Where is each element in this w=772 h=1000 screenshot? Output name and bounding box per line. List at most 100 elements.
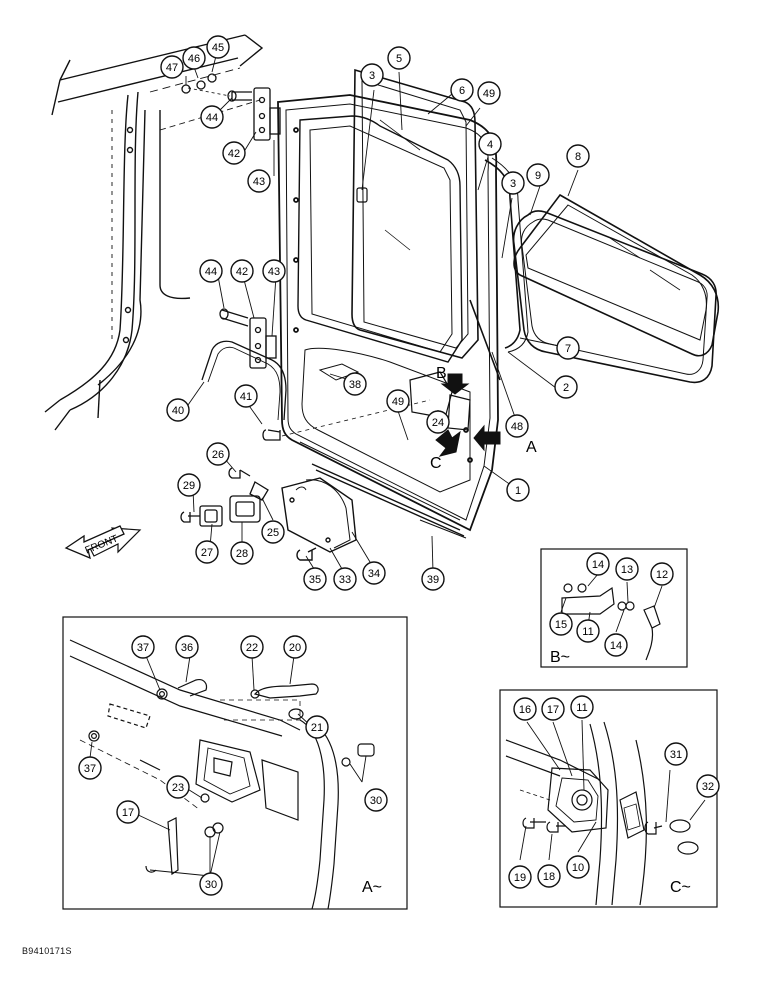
callout-47: 47 <box>160 55 184 79</box>
lower-hinge <box>219 308 277 369</box>
callout-number: 36 <box>181 642 193 654</box>
callout-number: 11 <box>582 626 593 638</box>
callout-28: 28 <box>230 541 254 565</box>
view-arrows[interactable] <box>435 373 501 457</box>
callout-circle <box>586 552 610 576</box>
window-seals <box>469 157 529 381</box>
callout-circle <box>166 398 190 422</box>
callout-number: 23 <box>172 782 184 794</box>
callout-number: 35 <box>309 574 321 586</box>
view-label-c: C <box>430 455 442 472</box>
callout-circle <box>240 635 264 659</box>
callout-42: 42 <box>222 141 246 165</box>
view-label-a: A <box>526 439 537 456</box>
callout-circle <box>526 163 550 187</box>
cab-frame <box>44 34 264 431</box>
callout-33: 33 <box>333 567 357 591</box>
callout-14: 14 <box>586 552 610 576</box>
callout-circle <box>566 144 590 168</box>
callout-circle <box>261 520 285 544</box>
door-assembly <box>277 94 499 532</box>
inset-c-label: C~ <box>670 879 691 896</box>
callout-number: 7 <box>565 343 571 355</box>
callout-number: 4 <box>487 139 493 151</box>
callout-45: 45 <box>206 35 230 59</box>
callout-number: 28 <box>236 548 248 560</box>
callout-number: 18 <box>543 871 555 883</box>
callout-circle <box>283 635 307 659</box>
callout-number: 3 <box>510 178 516 190</box>
callout-circle <box>604 633 628 657</box>
callout-number: 25 <box>267 527 279 539</box>
callout-number: 26 <box>212 449 224 461</box>
callout-number: 33 <box>339 574 351 586</box>
callout-7: 7 <box>556 336 580 360</box>
callout-3: 3 <box>360 63 384 87</box>
callout-17: 17 <box>541 697 565 721</box>
callout-circle <box>541 697 565 721</box>
callout-21: 21 <box>305 715 329 739</box>
callout-39: 39 <box>421 567 445 591</box>
callout-circle <box>364 788 388 812</box>
callout-number: 6 <box>459 85 465 97</box>
callout-circle <box>570 695 594 719</box>
callout-number: 32 <box>702 781 714 793</box>
upper-hinge <box>181 73 281 141</box>
callout-circle <box>166 775 190 799</box>
callout-number: 11 <box>576 702 587 714</box>
callout-number: 42 <box>236 266 248 278</box>
callout-number: 38 <box>349 379 361 391</box>
callout-10: 10 <box>566 855 590 879</box>
callout-number: 34 <box>368 568 380 580</box>
callout-44: 44 <box>199 259 223 283</box>
callout-circle <box>506 478 530 502</box>
callout-circle <box>477 81 501 105</box>
callout-number: 3 <box>369 70 375 82</box>
callout-3: 3 <box>501 171 525 195</box>
callout-30: 30 <box>364 788 388 812</box>
callout-number: 8 <box>575 151 581 163</box>
callout-circle <box>131 635 155 659</box>
callout-circle <box>554 375 578 399</box>
callout-number: 43 <box>268 266 280 278</box>
callout-40: 40 <box>166 398 190 422</box>
view-label-b: B <box>436 365 447 382</box>
callout-16: 16 <box>513 697 537 721</box>
callout-circle <box>650 562 674 586</box>
callout-1: 1 <box>506 478 530 502</box>
callout-31: 31 <box>664 742 688 766</box>
callout-circle <box>696 774 720 798</box>
callout-number: 12 <box>656 569 668 581</box>
callout-circle <box>206 35 230 59</box>
callout-circle <box>508 865 532 889</box>
callout-42: 42 <box>230 259 254 283</box>
callout-29: 29 <box>177 473 201 497</box>
callout-number: 29 <box>183 480 195 492</box>
callout-14: 14 <box>604 633 628 657</box>
inset-a-label: A~ <box>362 879 382 896</box>
callout-number: 42 <box>228 148 240 160</box>
callout-circle <box>362 561 386 585</box>
callout-32: 32 <box>696 774 720 798</box>
callout-number: 14 <box>592 559 604 571</box>
callout-23: 23 <box>166 775 190 799</box>
callout-number: 17 <box>122 807 134 819</box>
callout-36: 36 <box>175 635 199 659</box>
callout-number: 2 <box>563 382 569 394</box>
callout-circle <box>78 756 102 780</box>
callout-number: 14 <box>610 640 622 652</box>
callout-circle <box>360 63 384 87</box>
callout-8: 8 <box>566 144 590 168</box>
callout-number: 44 <box>205 266 217 278</box>
callout-number: 22 <box>246 642 258 654</box>
callout-circle <box>199 259 223 283</box>
callout-9: 9 <box>526 163 550 187</box>
inner-glass-panel <box>351 68 479 359</box>
callout-circle <box>576 619 600 643</box>
callout-circle <box>177 473 201 497</box>
callout-46: 46 <box>182 46 206 70</box>
door-trim-cover <box>281 463 467 561</box>
callout-number: 15 <box>555 619 567 631</box>
